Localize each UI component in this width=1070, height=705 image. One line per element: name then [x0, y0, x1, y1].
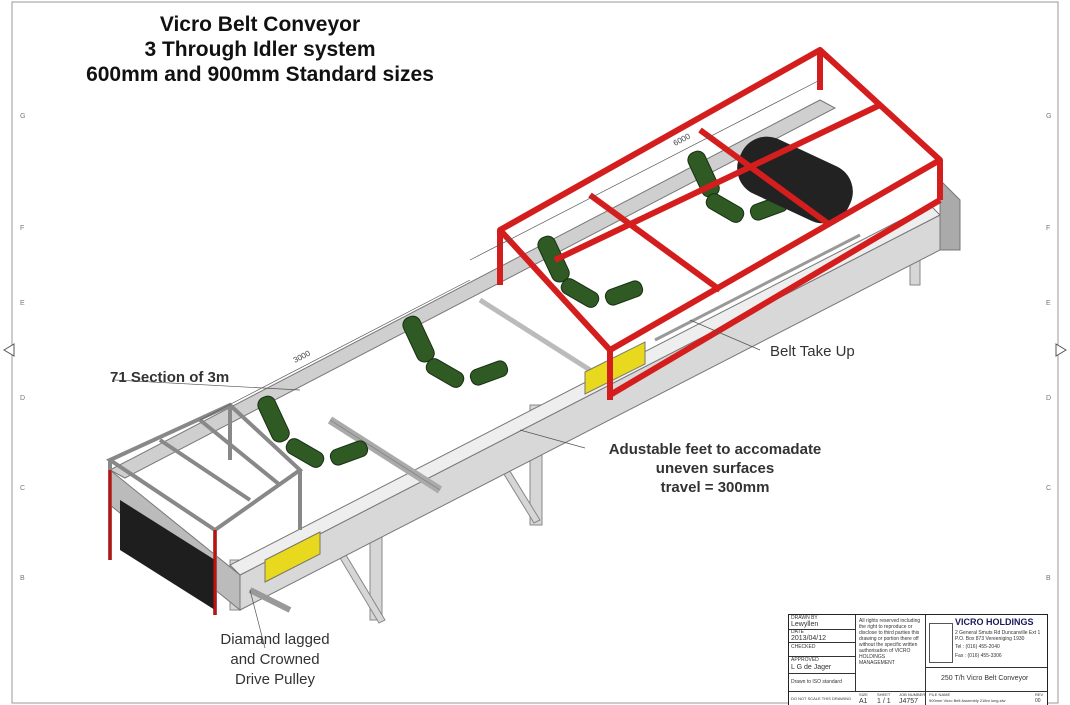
- title-block-date: 2013/04/12: [791, 635, 827, 642]
- border-letters-1: F: [1046, 225, 1050, 232]
- border-letters-3: D: [20, 395, 25, 402]
- title-block-rights: All rights reserved including the right …: [859, 618, 921, 666]
- border-letters-0: G: [1046, 113, 1051, 120]
- title-block-approved: L G de Jager: [791, 664, 832, 671]
- callout-sections: 71 Section of 3m: [110, 369, 230, 386]
- border-letters: G F E D C B G F E D C B: [20, 113, 1051, 582]
- yellow-guards: [264, 341, 646, 583]
- title-block-size: A1: [859, 698, 868, 705]
- border-letters-1: F: [20, 225, 24, 232]
- title-block-rev: 00: [1035, 698, 1041, 704]
- title-block-job-label: JOB NUMBER: [899, 692, 926, 697]
- callouts-pulley-line3: Drive Pulley: [234, 671, 316, 688]
- title-block: DRAWN BY Lewyllen DATE 2013/04/12 CHECKE…: [788, 614, 1048, 705]
- title-block-size-label: SIZE: [859, 692, 868, 697]
- border-letters-2: E: [20, 300, 25, 307]
- drive-shaft: [248, 587, 292, 613]
- callouts-feet-line3: travel = 300mm: [660, 479, 770, 496]
- title-line1: Vicro Belt Conveyor: [159, 13, 361, 36]
- border-letters-4: C: [20, 485, 25, 492]
- border-letters-4: C: [1046, 485, 1051, 492]
- callout-adjustable-feet: Adustable feet to accomadate uneven surfa…: [580, 440, 850, 497]
- drive-pulley: [120, 500, 215, 610]
- dim-3000: 3000: [292, 348, 312, 364]
- idler-rollers: [257, 150, 789, 468]
- title-block-fax: Fax : (016) 455-3306: [955, 653, 1002, 659]
- title-block-no-scale: DO NOT SCALE THIS DRAWING: [791, 696, 852, 701]
- title-line3: 600mm and 900mm Standard sizes: [86, 63, 434, 86]
- title-block-sheet-label: SHEET: [877, 692, 891, 697]
- title-block-address: 2 General Smuts Rd Duncanville Ext 1 P.O…: [955, 630, 1041, 642]
- take-up-cage: [497, 47, 943, 400]
- callouts-pulley-line1: Diamand lagged: [220, 631, 330, 648]
- sheet-border: [11, 1, 1059, 704]
- center-markers: [3, 343, 1067, 357]
- callouts-pulley-line2: and Crowned: [230, 651, 320, 668]
- title-block-rev-label: REV: [1035, 692, 1044, 697]
- title-block-drawn-by-label: DRAWN BY: [791, 615, 818, 621]
- border-letters-3: D: [1046, 395, 1051, 402]
- title-block-approved-label: APPROVED: [791, 657, 819, 663]
- title-block-checked-label: CHECKED: [791, 644, 816, 650]
- company-name: VICRO HOLDINGS: [955, 617, 1034, 627]
- title-block-standard: Drawn to ISO standard: [791, 679, 842, 685]
- red-edges: [108, 470, 217, 615]
- title-block-file: 900mm Vicro Belt Assembly 218m long.slw: [929, 698, 1006, 703]
- title-block-tel: Tel : (016) 455-2040: [955, 644, 1000, 650]
- title-line2: 3 Through Idler system: [144, 38, 376, 61]
- border-letters-5: B: [1046, 575, 1051, 582]
- drawing-name: 250 T/h Vicro Belt Conveyor: [941, 675, 1029, 682]
- dimension-lines: [114, 79, 821, 649]
- border-letters-5: B: [20, 575, 25, 582]
- title-block-file-label: FILE NAME: [929, 692, 951, 697]
- title-block-date-label: DATE: [791, 629, 804, 635]
- callout-belt-take-up: Belt Take Up: [770, 343, 855, 360]
- title-block-job: J4757: [899, 698, 919, 705]
- title-block-sheet: 1 / 1: [877, 698, 891, 705]
- callouts-feet-line2: uneven surfaces: [655, 460, 775, 477]
- title-block-drawn-by: Lewyllen: [791, 621, 819, 628]
- callouts-feet-line1: Adustable feet to accomadate: [608, 441, 822, 458]
- border-letters-2: E: [1046, 300, 1051, 307]
- company-logo-icon: [929, 623, 953, 663]
- border-letters-0: G: [20, 113, 25, 120]
